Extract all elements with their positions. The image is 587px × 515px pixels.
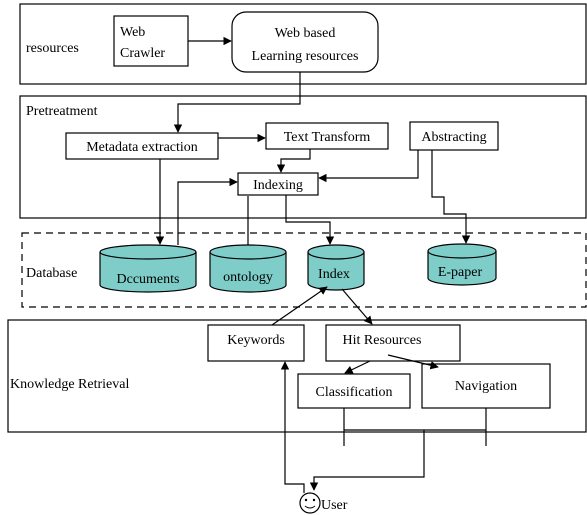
- arrow-results-to-user: [309, 430, 425, 491]
- arrow-documents-to-indexing: [177, 177, 238, 245]
- arrow-index-to-hitresources: [341, 288, 373, 325]
- arrow-hit-to-navigation: [387, 354, 439, 370]
- arrow-hit-to-classification: [344, 360, 371, 374]
- epaper-database-label: E-paper: [438, 265, 483, 280]
- text-transform-label: Text Transform: [284, 130, 371, 145]
- arrow-indexing-to-index: [285, 195, 335, 245]
- abstracting-box: [409, 121, 499, 151]
- navigation-box: [421, 363, 551, 409]
- web-based-resources-box: [231, 11, 379, 73]
- classification-box: [297, 373, 411, 409]
- hit-resources-box: [325, 324, 461, 362]
- abstracting-label: Abstracting: [421, 130, 486, 145]
- indexing-label: Indexing: [253, 178, 303, 193]
- arrow-keywords-to-index: [271, 286, 328, 326]
- ontology-database-label: ontology: [223, 270, 273, 285]
- keywords-box: [207, 324, 305, 362]
- pretreatment-layer-label: Pretreatment: [26, 104, 98, 119]
- arrow-abstracting-to-epaper: [431, 150, 471, 244]
- pretreatment-layer: [19, 95, 587, 219]
- text-transform-box: [265, 122, 389, 150]
- web-crawler-label-line2: Crawler: [120, 46, 165, 61]
- documents-database-label: Dccuments: [117, 272, 180, 287]
- web-crawler-label-line1: Web: [120, 25, 145, 40]
- resources-layer-label: resources: [26, 41, 79, 56]
- database-layer-label: Database: [26, 266, 77, 281]
- user-icon: [299, 492, 321, 514]
- metadata-extraction-box: [65, 132, 219, 160]
- epaper-database: E-paper: [427, 243, 497, 286]
- line-results-bracket: [343, 408, 487, 446]
- user-label: User: [321, 498, 348, 513]
- arrow-abstracting-to-indexing: [318, 150, 419, 183]
- classification-label: Classification: [316, 385, 393, 400]
- navigation-label: Navigation: [455, 379, 517, 394]
- knowledge-retrieval-layer-label: Knowledge Retrieval: [10, 377, 129, 392]
- arrow-user-to-keywords: [280, 361, 305, 493]
- indexing-box: [237, 172, 319, 196]
- arrow-resources-to-metadata: [173, 72, 301, 133]
- keywords-label: Keywords: [227, 333, 285, 348]
- database-layer: [21, 232, 587, 308]
- index-database: Index: [307, 244, 365, 291]
- resources-layer: [19, 3, 587, 85]
- documents-database: Dccuments: [99, 244, 197, 293]
- ontology-database: ontology: [209, 244, 287, 293]
- web-crawler-box: [113, 15, 189, 67]
- arrow-texttransform-to-indexing: [276, 149, 311, 173]
- hit-resources-label: Hit Resources: [343, 333, 422, 348]
- index-database-label: Index: [318, 267, 350, 282]
- web-based-resources-line1: Web based: [275, 26, 336, 41]
- knowledge-retrieval-layer: [7, 319, 587, 433]
- web-based-resources-line2: Learning resources: [252, 49, 359, 64]
- metadata-extraction-label: Metadata extraction: [86, 140, 198, 155]
